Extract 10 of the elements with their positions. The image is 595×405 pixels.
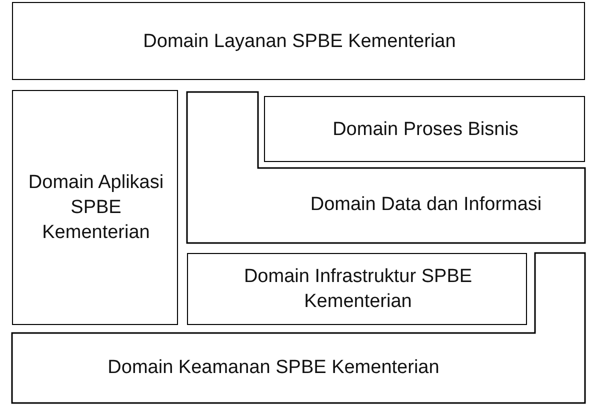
domain-box — [264, 96, 585, 162]
domain-label: Domain Keamanan SPBE Kementerian — [108, 356, 440, 380]
domain-label: Domain Data dan Informasi — [310, 193, 542, 218]
domain-label: Domain Proses Bisnis — [332, 118, 518, 142]
domain-label: Domain Layanan SPBE Kementerian — [143, 30, 456, 54]
domain-box — [12, 90, 178, 325]
domain-box — [187, 253, 527, 325]
domain-box — [12, 2, 585, 80]
domain-label: Domain Infrastruktur SPBE Kementerian — [242, 265, 474, 314]
domain-label: Domain Aplikasi SPBE Kementerian — [27, 171, 165, 245]
